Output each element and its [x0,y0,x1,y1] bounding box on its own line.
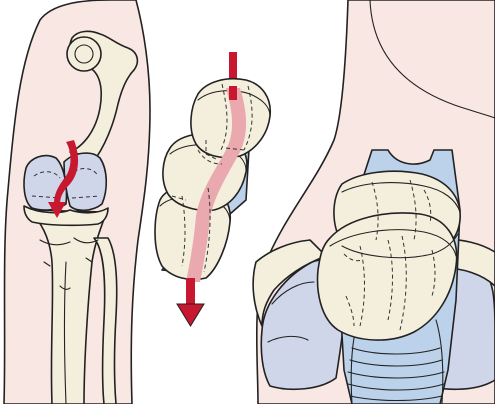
closeup-skin-line [369,0,495,119]
femoral-head [66,36,102,72]
fibula-bone [93,237,118,404]
knee-joint-dashes [31,168,101,199]
spinal-canal-path [186,88,247,282]
knee-cartilage-left [23,154,68,211]
lower-vertebra [316,212,458,341]
down-arrow-icon [48,202,66,218]
knee-limb-panel [3,0,151,404]
knee-joint-line [23,205,109,227]
upper-vertebra-ridge [341,182,461,213]
spine-cylinders-panel [154,52,271,327]
femoral-head-inner [74,44,94,64]
bone-texture-lines [39,237,99,290]
closeup-dashed-lines [343,179,436,331]
down-arrow-icon [176,303,205,327]
left-bone-wedge [252,239,327,327]
ligament-striations [347,347,445,402]
knee-force-arrow-shaft [54,140,79,204]
cylinder-segment-1 [190,78,271,159]
bottom-arrow-shaft [186,278,195,306]
top-arrow-shaft [229,52,237,92]
left-pad-shading [267,281,315,343]
cylinder-dashed-lines [171,83,253,273]
vertebra-seam [341,233,459,259]
lower-vertebra-ridge [329,229,457,257]
tibia-shaft-line [63,261,67,404]
closeup-panel [252,0,495,404]
top-arrow-entry [229,86,237,100]
